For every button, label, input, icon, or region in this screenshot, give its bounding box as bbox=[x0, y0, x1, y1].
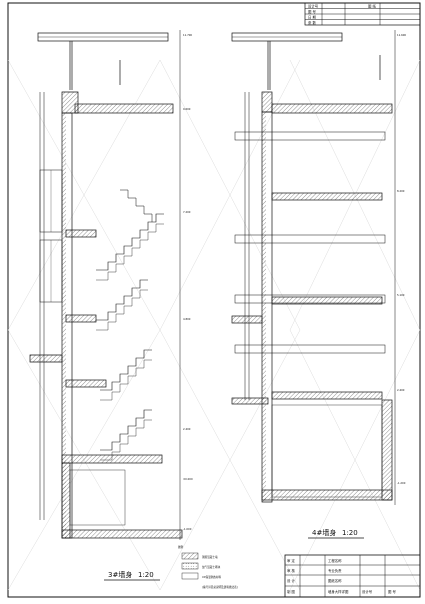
left-wall-detail bbox=[29, 30, 183, 540]
left-elev-0: 11.700 bbox=[183, 33, 192, 37]
left-elev-2: 7.200 bbox=[183, 210, 191, 214]
tb-top-col-head: 图 纸 bbox=[368, 4, 376, 9]
right-elev-2: 5.100 bbox=[397, 293, 405, 297]
tb-top-label-0: 设计号 bbox=[308, 4, 319, 9]
tb-row3-d: 图 号 bbox=[388, 589, 396, 594]
tb-row0-a: 审 定 bbox=[287, 558, 295, 563]
tb-top-label-3: 张 数 bbox=[308, 20, 316, 25]
legend-item-1: 加气混凝土砌块 bbox=[202, 565, 221, 569]
tb-row2-b: 图纸名称 bbox=[328, 578, 342, 583]
tb-row3-a: 制 图 bbox=[287, 589, 295, 594]
right-elev-1: 8.200 bbox=[397, 189, 405, 193]
tb-top-label-2: 日 期 bbox=[308, 15, 316, 20]
left-detail-name: 3#墙身 bbox=[108, 570, 132, 579]
left-elev-1: 9.600 bbox=[183, 107, 191, 111]
legend-heading: 图例 bbox=[178, 545, 184, 549]
left-elevation-marks: 11.700 9.600 7.200 4.800 2.400 ±0.000 -1… bbox=[183, 33, 193, 531]
left-elev-4: 2.400 bbox=[183, 427, 191, 431]
tb-row2-a: 设 计 bbox=[287, 578, 295, 583]
tb-row3-c: 设计号 bbox=[362, 589, 373, 594]
right-detail-name: 4#墙身 bbox=[312, 528, 336, 537]
left-elev-5: ±0.000 bbox=[183, 477, 193, 481]
left-detail-scale: 1:20 bbox=[138, 571, 154, 579]
right-elev-3: 2.400 bbox=[397, 388, 405, 392]
tb-top-label-1: 图 号 bbox=[308, 9, 316, 14]
tb-row0-b: 工程名称 bbox=[328, 558, 342, 563]
legend-item-0: 钢筋混凝土墙 bbox=[202, 555, 218, 559]
right-elev-4: -1.200 bbox=[397, 481, 406, 485]
tb-row1-b: 专业负责 bbox=[328, 568, 342, 573]
tb-row3-b: 墙身大样详图 bbox=[328, 589, 349, 594]
left-elev-3: 4.800 bbox=[183, 317, 191, 321]
right-elev-0: 11.600 bbox=[397, 33, 406, 37]
sheet-border bbox=[7, 2, 421, 598]
right-elevation-marks: 11.600 8.200 5.100 2.400 -1.200 bbox=[397, 33, 406, 485]
legend: 图例 钢筋混凝土墙 加气混凝土砌块 XX保温隔热材料 (编号详见总说明及建筑做法… bbox=[178, 545, 238, 589]
tb-row1-a: 审 核 bbox=[287, 568, 295, 573]
left-detail-title: 3#墙身 1:20 bbox=[104, 570, 160, 581]
legend-item-2: XX保温隔热材料 bbox=[202, 575, 222, 579]
right-detail-scale: 1:20 bbox=[342, 529, 358, 537]
right-wall-detail bbox=[231, 30, 396, 505]
bottom-title-block: 审 定 工程名称 审 核 专业负责 设 计 图纸名称 制 图 墙身大样详图 设计… bbox=[284, 554, 421, 598]
left-elev-6: -1.000 bbox=[183, 527, 192, 531]
top-title-block: 设计号 图 号 日 期 张 数 图 纸 bbox=[304, 2, 421, 26]
right-detail-title: 4#墙身 1:20 bbox=[308, 528, 364, 539]
legend-item-3: (编号详见总说明及建筑做法表) bbox=[202, 585, 238, 589]
